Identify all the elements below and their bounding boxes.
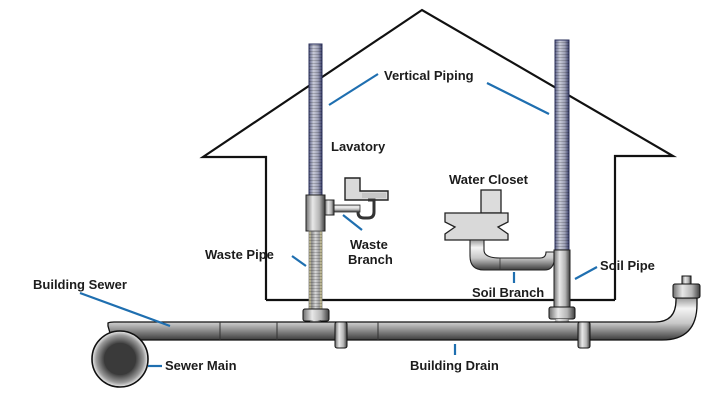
drain-coupling-left [334,321,348,349]
leader-waste-pipe [291,255,307,267]
left-stack [302,43,330,326]
label-building-sewer: Building Sewer [33,277,127,292]
waste-pipe-coupling [302,308,330,322]
label-water-closet: Water Closet [449,172,529,187]
leader-vertical-piping-right [486,82,550,115]
soil-branch-pipe [469,239,555,271]
label-waste-branch-1: Waste [350,237,388,252]
label-waste-branch-2: Branch [348,252,393,267]
leader-vertical-piping-left [328,73,379,106]
waste-branch-trap [356,198,376,220]
building-drain-pipe [107,297,698,341]
soil-pipe [553,249,571,311]
building-drain-assembly [107,275,701,349]
label-building-drain: Building Drain [410,358,499,373]
water-closet-fixture [444,189,555,271]
label-vertical-piping: Vertical Piping [384,68,474,83]
leader-soil-pipe [574,266,598,280]
label-soil-branch: Soil Branch [472,285,544,300]
soil-pipe-coupling [548,306,576,320]
sewer-main [91,330,149,388]
sanitary-tee-left [305,194,326,232]
label-waste-pipe: Waste Pipe [205,247,274,262]
house-outline [199,8,678,300]
water-closet-bowl [444,212,509,241]
drain-coupling-right [577,321,591,349]
label-lavatory: Lavatory [331,139,386,154]
leader-waste-branch [342,214,363,231]
right-stack [548,39,576,326]
lavatory-fixture [324,177,389,220]
leader-building-sewer [79,291,171,328]
cleanout-cap [672,283,701,299]
water-closet-tank [480,189,502,214]
label-soil-pipe: Soil Pipe [600,258,655,273]
cleanout-plug [681,275,692,285]
label-sewer-main: Sewer Main [165,358,237,373]
